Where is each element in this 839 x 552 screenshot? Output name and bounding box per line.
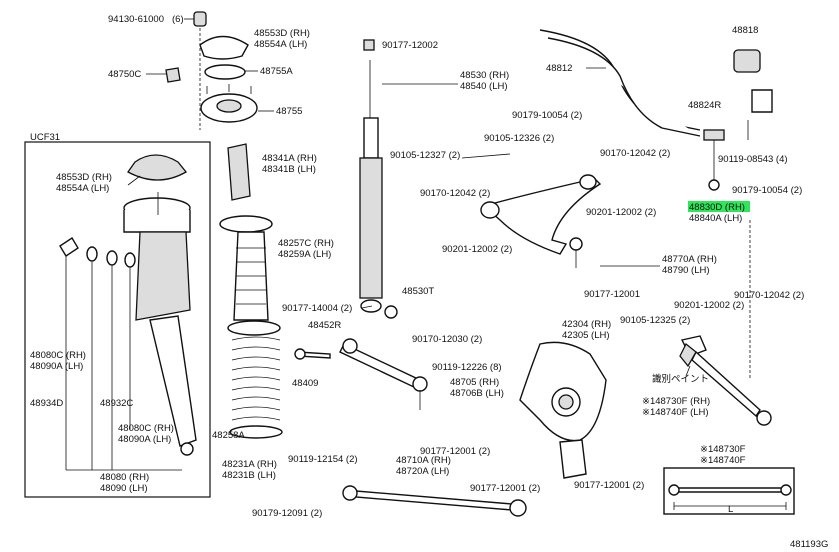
label-48818: 48818	[732, 25, 758, 36]
label-48080: 48080 (RH)	[100, 472, 149, 483]
label-94130-qty: (6)	[172, 14, 184, 25]
label-90119-12154: 90119-12154 (2)	[288, 454, 358, 465]
label-90105-12327: 90105-12327 (2)	[390, 150, 460, 161]
label-148730f: ※148730F (RH)	[642, 396, 710, 407]
label-48530: 48530 (RH)	[460, 70, 509, 81]
label-48812: 48812	[546, 63, 572, 74]
label-90201-12002-b: 90201-12002 (2)	[442, 244, 512, 255]
ucf31-group-box	[24, 141, 211, 498]
group-label: UCF31	[30, 132, 60, 143]
label-42304: 42304 (RH)	[562, 319, 611, 330]
label-48257c: 48257C (RH)	[278, 238, 334, 249]
label-48231a: 48231A (RH)	[222, 459, 277, 470]
label-90119-08543: 90119-08543 (4)	[718, 154, 788, 165]
label-48755: 48755	[276, 106, 302, 117]
japanese-note: 識別ペイント	[652, 373, 709, 385]
label-48258a: 48258A	[212, 430, 245, 441]
label-48755a: 48755A	[260, 66, 293, 77]
label-90170-12042-top: 90170-12042 (2)	[600, 148, 670, 159]
label-90177-12001-mid: 90177-12001	[584, 289, 640, 300]
label-90170-12030: 90170-12030 (2)	[412, 334, 482, 345]
label-42305: 42305 (LH)	[562, 330, 610, 341]
label-48259a: 48259A (LH)	[278, 249, 331, 260]
label-94130: 94130-61000	[108, 14, 164, 25]
label-48341a: 48341A (RH)	[262, 153, 317, 164]
label-90170-12042-mid: 90170-12042 (2)	[420, 188, 490, 199]
diagram-code: 481193G	[790, 539, 828, 550]
label-148740f: ※148740F (LH)	[642, 407, 709, 418]
label-90177-12001-bot1: 90177-12001 (2)	[470, 483, 540, 494]
label-48090a-a: 48090A (LH)	[30, 361, 83, 372]
label-48090: 48090 (LH)	[100, 483, 148, 494]
label-48705: 48705 (RH)	[450, 377, 499, 388]
label-48932c: 48932C	[100, 398, 133, 409]
label-48452r: 48452R	[308, 320, 341, 331]
label-48720a: 48720A (LH)	[396, 466, 449, 477]
label-90105-12325: 90105-12325 (2)	[620, 315, 690, 326]
label-48554a-box: 48554A (LH)	[56, 183, 109, 194]
stabilizer-bar-drawing	[539, 29, 773, 191]
label-90179-10054-right: 90179-10054 (2)	[732, 185, 802, 196]
label-48824r: 48824R	[688, 100, 721, 111]
air-spring-strut-drawing	[123, 154, 197, 456]
label-90179-12091: 90179-12091 (2)	[252, 508, 322, 519]
label-48840a: 48840A (LH)	[689, 213, 742, 224]
label-48706b: 48706B (LH)	[450, 388, 504, 399]
label-148740f-small: ※148740F	[700, 455, 746, 466]
label-90170-12042-right: 90170-12042 (2)	[734, 290, 804, 301]
label-48710a: 48710A (RH)	[396, 455, 451, 466]
dimension-label: L	[728, 504, 733, 515]
label-48934d: 48934D	[30, 398, 63, 409]
label-90201-12002-c: 90201-12002 (2)	[674, 300, 744, 311]
label-90179-10054-top: 90179-10054 (2)	[512, 110, 582, 121]
label-48080c-b: 48080C (RH)	[118, 423, 174, 434]
links-and-knuckle-drawing	[294, 305, 607, 517]
label-48080c-a: 48080C (RH)	[30, 350, 86, 361]
small-seal-parts	[59, 237, 182, 471]
label-90177-12001-bot2: 90177-12001 (2)	[574, 480, 644, 491]
upper-mount-drawing	[165, 11, 258, 130]
label-90105-12326: 90105-12326 (2)	[484, 133, 554, 144]
label-48231b: 48231B (LH)	[222, 470, 276, 481]
label-48790: 48790 (LH)	[662, 265, 710, 276]
label-48540: 48540 (LH)	[460, 81, 508, 92]
label-48553d-box: 48553D (RH)	[56, 172, 112, 183]
label-148730f-small: ※148730F	[700, 444, 746, 455]
label-90177-14004: 90177-14004 (2)	[282, 303, 352, 314]
label-48530t: 48530T	[402, 286, 434, 297]
label-90177-12001-low: 90177-12001 (2)	[420, 446, 490, 457]
label-48554a-top: 48554A (LH)	[254, 39, 307, 50]
label-48409: 48409	[292, 378, 318, 389]
label-48553d-top: 48553D (RH)	[254, 28, 310, 39]
label-48090a-b: 48090A (LH)	[118, 434, 171, 445]
highlight-48830d	[688, 201, 750, 212]
label-90119-12226: 90119-12226 (8)	[432, 362, 502, 373]
upper-control-arm-drawing	[461, 153, 602, 268]
label-48750c: 48750C	[108, 69, 141, 80]
label-90201-12002-a: 90201-12002 (2)	[586, 207, 656, 218]
lower-arm-and-toe-link-drawing	[663, 220, 795, 515]
label-48770a: 48770A (RH)	[662, 254, 717, 265]
bump-stop-boot-spring-drawing	[219, 143, 283, 439]
shock-absorber-drawing	[359, 39, 383, 313]
label-48830d: 48830D (RH)	[689, 202, 745, 213]
label-48341b: 48341B (LH)	[262, 164, 316, 175]
label-90177-12002: 90177-12002	[382, 40, 438, 51]
